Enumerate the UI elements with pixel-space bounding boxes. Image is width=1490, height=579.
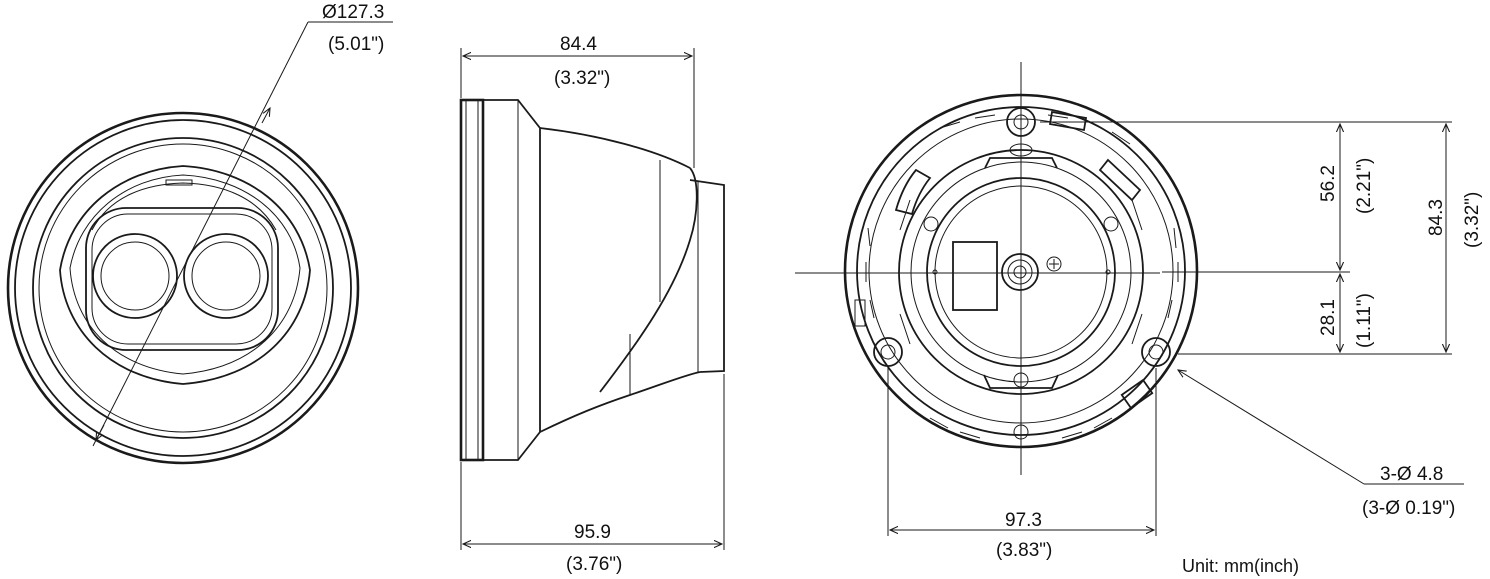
upper-offset-label: 56.2: [1318, 165, 1339, 202]
hole-spacing-inch-label: (3.83"): [996, 540, 1052, 561]
bottom-rim-slots: [854, 110, 1179, 439]
bottom-view: 56.2 (2.21") 28.1 (1.11") 84.3 (3.32") 9…: [795, 62, 1483, 576]
total-height-label: 84.3: [1426, 199, 1447, 236]
front-diameter-inch-label: (5.01"): [328, 34, 384, 55]
total-height-inch-label: (3.32"): [1462, 192, 1483, 248]
bottom-hole-diameter-callout: 3-Ø 4.8 (3-Ø 0.19"): [1178, 370, 1464, 519]
front-view: Ø127.3 (5.01"): [6, 2, 393, 465]
bottom-label-plate: [952, 241, 998, 311]
side-top-dimension: 84.4 (3.32"): [460, 34, 695, 168]
front-diameter-label: Ø127.3: [322, 2, 384, 23]
bottom-vertical-dimensions: 56.2 (2.21") 28.1 (1.11") 84.3 (3.32"): [1040, 121, 1483, 355]
front-diameter-dimension: Ø127.3 (5.01"): [92, 2, 393, 447]
front-lens-area: [85, 207, 279, 351]
lower-offset-label: 28.1: [1318, 299, 1339, 336]
front-outer-rings: [6, 111, 360, 465]
front-lens-left: [92, 233, 178, 319]
side-top-width-inch-label: (3.32"): [554, 68, 610, 89]
unit-note: Unit: mm(inch): [1182, 556, 1299, 576]
lower-offset-inch-label: (1.11"): [1354, 293, 1375, 348]
mounting-hole-top: [1006, 107, 1036, 137]
hole-spacing-label: 97.3: [1005, 510, 1042, 531]
side-base-ring: [459, 98, 541, 462]
side-view: 84.4 (3.32") 95.9 (3.76"): [459, 34, 725, 575]
bottom-mounting-holes: [873, 107, 1171, 440]
bottom-center-lines: [795, 62, 1160, 475]
side-lens-barrel: [689, 179, 725, 373]
grounding-icon: [1046, 256, 1062, 272]
upper-offset-inch-label: (2.21"): [1354, 158, 1375, 214]
side-bottom-width-inch-label: (3.76"): [566, 554, 622, 575]
front-lens-right: [183, 233, 269, 319]
hole-diameter-label: 3-Ø 4.8: [1380, 464, 1443, 485]
front-ball-housing: [59, 165, 311, 385]
mounting-hole-right: [1141, 337, 1171, 367]
side-bottom-width-label: 95.9: [574, 522, 611, 543]
bottom-hole-spacing-dimension: 97.3 (3.83"): [887, 368, 1157, 561]
hole-diameter-inch-label: (3-Ø 0.19"): [1362, 498, 1455, 519]
bottom-cable-port: [1001, 253, 1039, 291]
mounting-hole-left: [873, 337, 903, 367]
side-bottom-dimension: 95.9 (3.76"): [460, 374, 725, 575]
bottom-outer-rings: [843, 93, 1199, 449]
side-body: [539, 127, 701, 433]
bottom-inner-plate: [898, 149, 1144, 395]
side-top-width-label: 84.4: [560, 34, 597, 55]
